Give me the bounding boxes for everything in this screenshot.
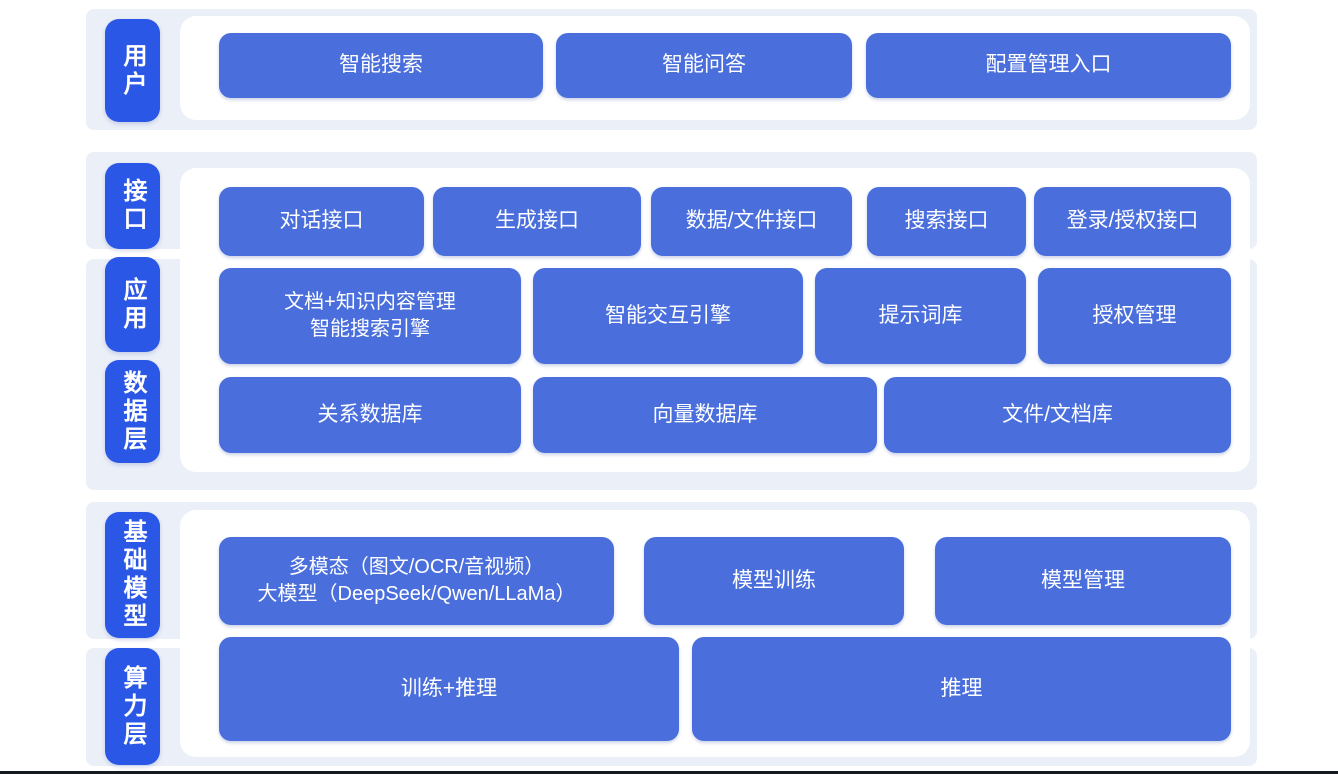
bottom-divider [0,771,1338,774]
layer-label-data: 数据层 [105,360,160,463]
node-vector-database: 向量数据库 [533,377,877,453]
node-interaction-engine: 智能交互引擎 [533,268,803,364]
node-generation-api: 生成接口 [433,187,641,256]
node-doc-knowledge-line2: 智能搜索引擎 [310,318,430,340]
node-inference: 推理 [692,637,1231,741]
node-smart-qa: 智能问答 [556,33,852,98]
node-auth-management: 授权管理 [1038,268,1231,364]
node-multimodal-llm-line2: 大模型（DeepSeek/Qwen/LLaMa） [257,583,576,605]
layer-label-user: 用户 [105,19,160,122]
node-training-plus-inference: 训练+推理 [219,637,679,741]
node-relational-database: 关系数据库 [219,377,521,453]
node-doc-knowledge-search-engine: 文档+知识内容管理 智能搜索引擎 [219,268,521,364]
node-config-management-entry: 配置管理入口 [866,33,1231,98]
node-model-training: 模型训练 [644,537,904,625]
layer-label-interface: 接口 [105,163,160,249]
node-dialog-api: 对话接口 [219,187,424,256]
node-file-document-store: 文件/文档库 [884,377,1231,453]
layer-label-compute: 算力层 [105,648,160,765]
node-multimodal-llm-line1: 多模态（图文/OCR/音视频） [288,556,545,578]
layer-label-foundation-model: 基础模型 [105,512,160,638]
node-doc-knowledge-line1: 文档+知识内容管理 [284,291,456,313]
node-multimodal-llm: 多模态（图文/OCR/音视频） 大模型（DeepSeek/Qwen/LLaMa） [219,537,614,625]
node-data-file-api: 数据/文件接口 [651,187,852,256]
node-search-api: 搜索接口 [867,187,1026,256]
node-model-management: 模型管理 [935,537,1231,625]
node-prompt-library: 提示词库 [815,268,1026,364]
node-login-auth-api: 登录/授权接口 [1034,187,1231,256]
node-smart-search: 智能搜索 [219,33,543,98]
layer-label-application: 应用 [105,257,160,352]
